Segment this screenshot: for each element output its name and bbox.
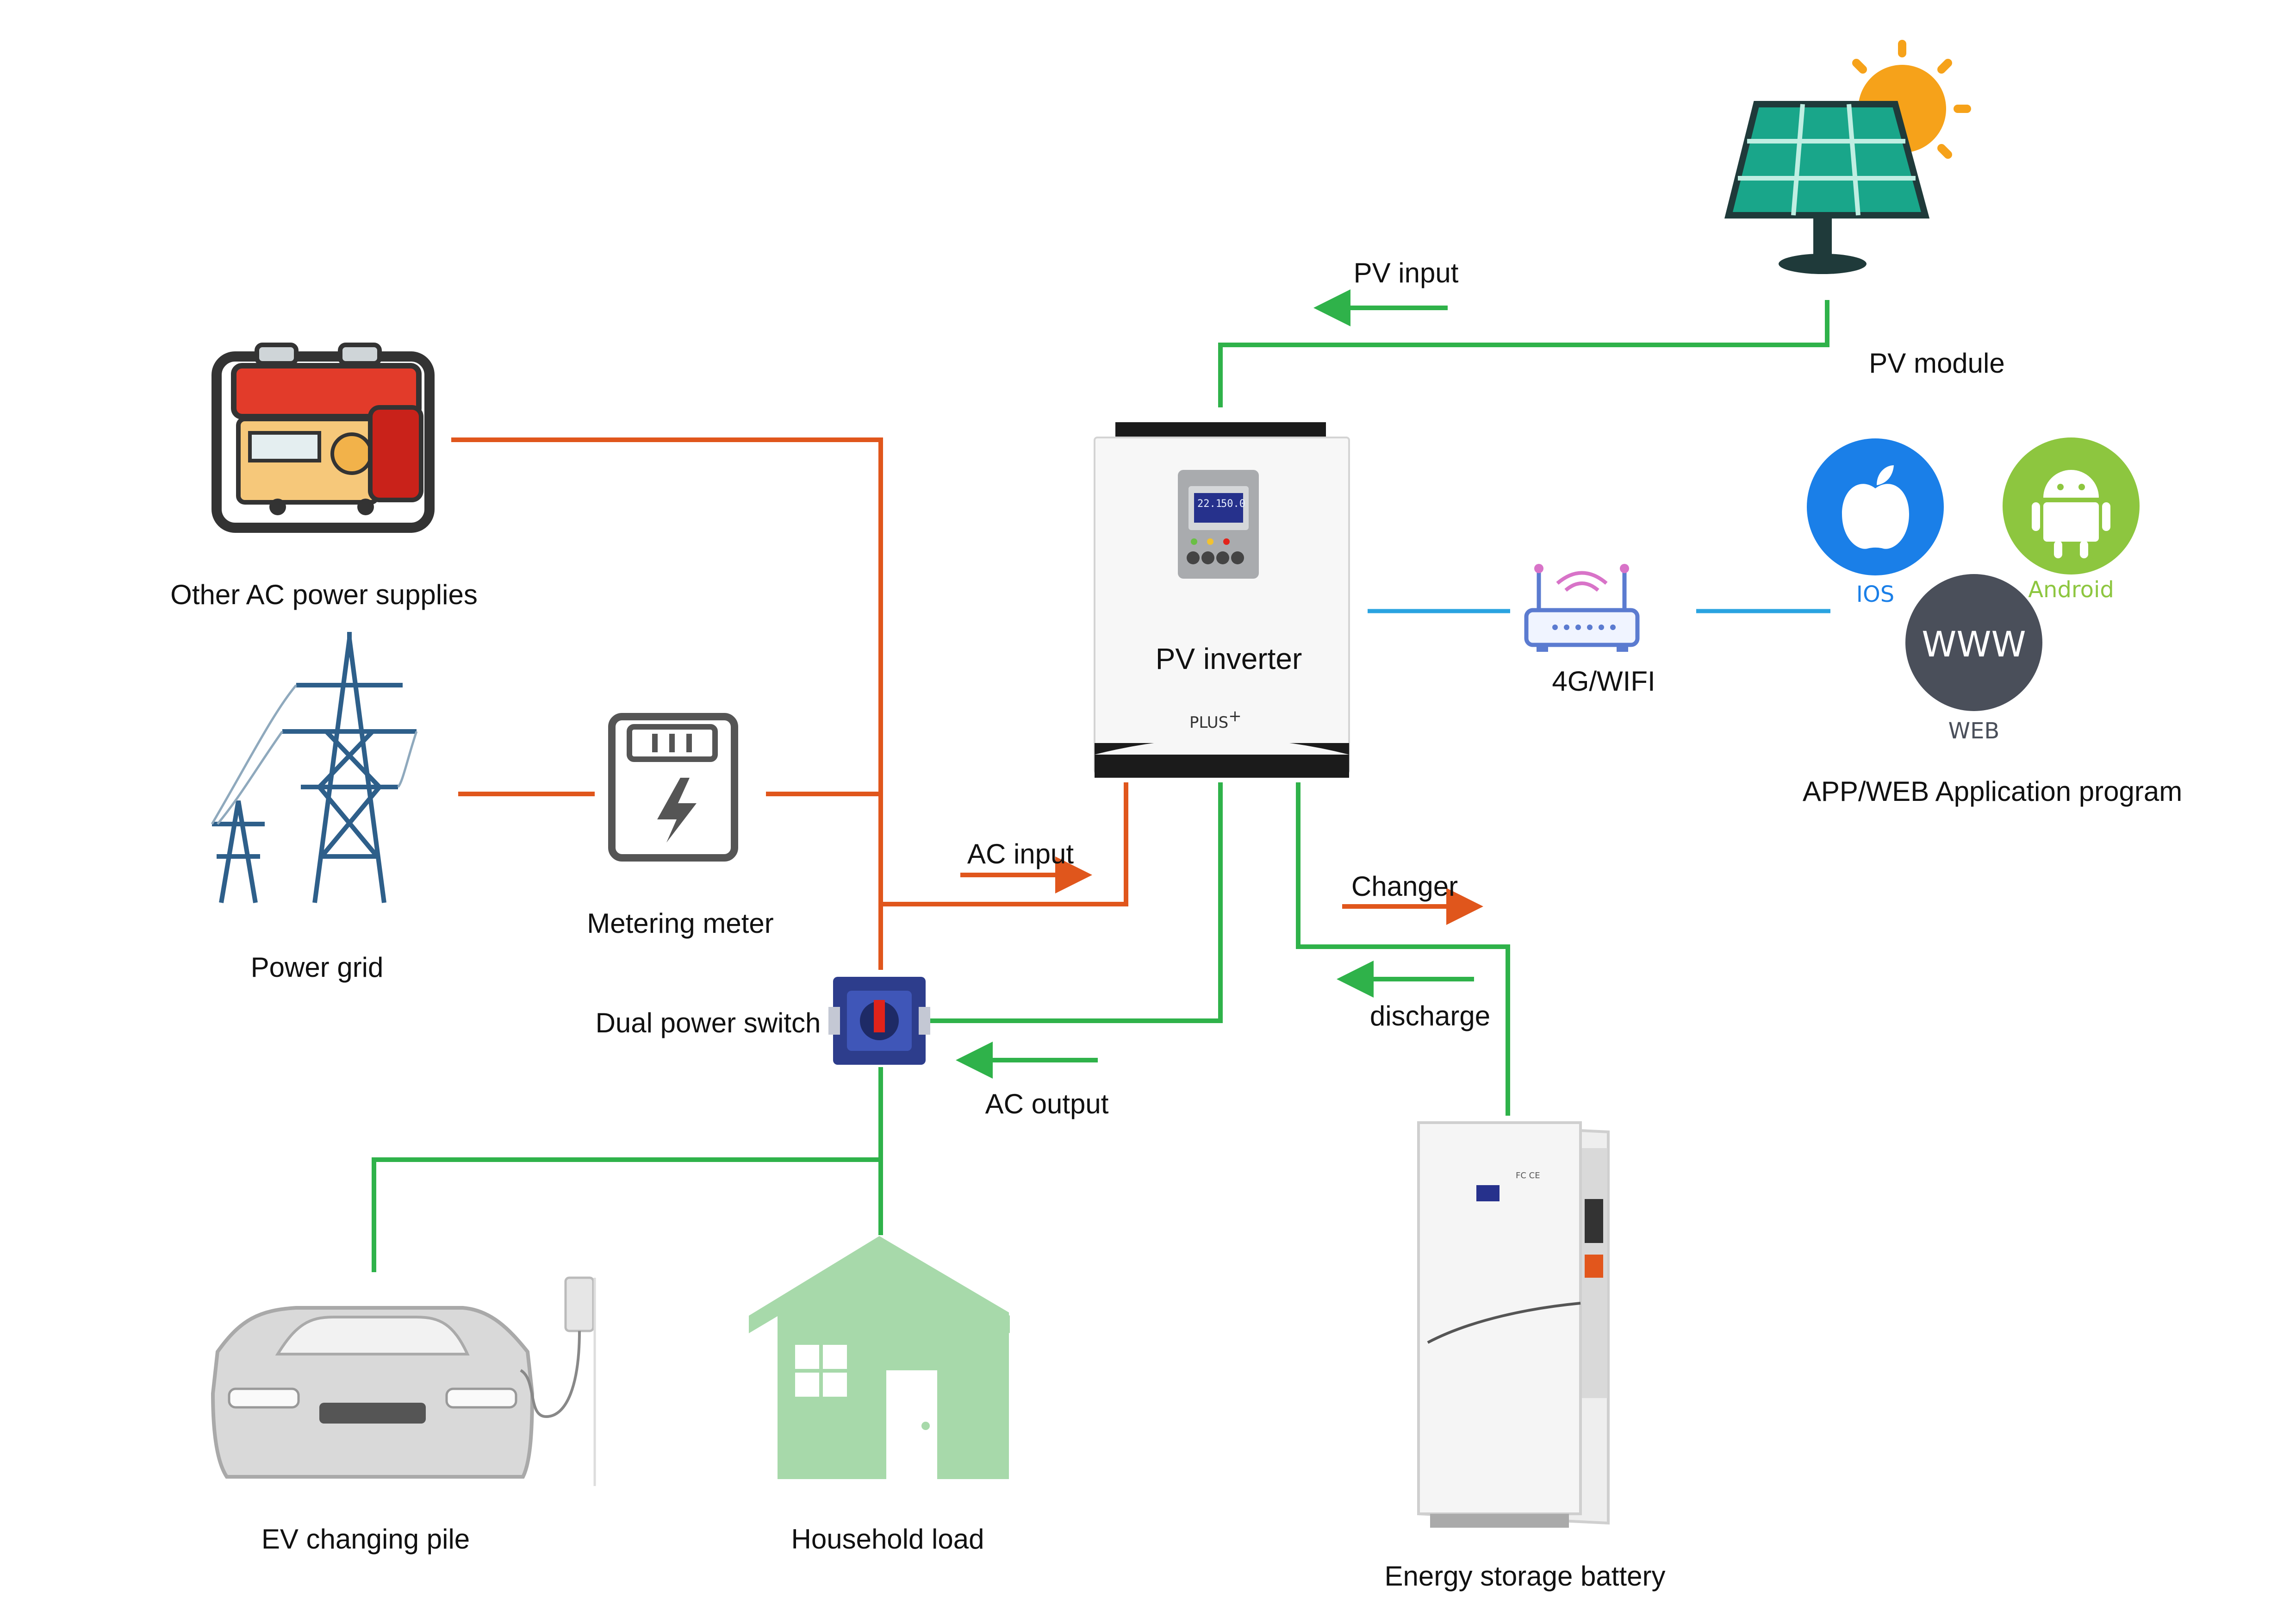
generator-icon — [212, 343, 435, 533]
apple-logo-icon — [1842, 484, 1909, 549]
household-label: Household load — [791, 1524, 984, 1555]
solar-panel-icon — [1724, 40, 1971, 274]
web-app-icon: WWW WEB — [1905, 574, 2042, 744]
battery-label: Energy storage battery — [1384, 1561, 1665, 1592]
ios-label: IOS — [1856, 581, 1894, 607]
pv-module-label: PV module — [1869, 348, 2005, 379]
green-power-lines — [372, 300, 1829, 1272]
changer-label: Changer — [1351, 871, 1458, 902]
ev-label: EV changing pile — [261, 1524, 470, 1555]
meter-icon — [608, 713, 738, 862]
battery-line — [1296, 782, 1510, 1116]
ac-input-label: AC input — [967, 838, 1074, 869]
www-label: WWW — [1922, 624, 2026, 665]
ac-input-line — [881, 782, 1128, 906]
pv-inverter-icon: 22.1 50.0 PLUS+ — [1094, 422, 1350, 778]
diagram-labels: Other AC power supplies Power grid Meter… — [170, 257, 2182, 1592]
pv-input-line — [1218, 300, 1829, 407]
android-robot-icon — [2043, 470, 2099, 498]
battery-cert: FC CE — [1516, 1171, 1540, 1181]
wifi-label: 4G/WIFI — [1552, 666, 1655, 697]
pv-inverter-label: PV inverter — [1156, 642, 1302, 675]
power-tower-icon — [211, 632, 418, 903]
web-label: WEB — [1948, 718, 2000, 744]
metering-meter-label: Metering meter — [587, 908, 773, 939]
house-icon — [749, 1236, 1010, 1479]
pv-input-label: PV input — [1354, 257, 1459, 288]
power-grid-label: Power grid — [251, 952, 384, 983]
generator-line — [451, 437, 883, 970]
flow-arrows — [956, 289, 1483, 1079]
battery-cabinet-icon: FC CE — [1417, 1121, 1610, 1528]
dual-switch-label: Dual power switch — [596, 1007, 821, 1038]
inverter-lcd-left: 22.1 — [1197, 498, 1222, 510]
lightning-icon — [657, 778, 697, 843]
ac-output-line — [930, 782, 1223, 1023]
other-ac-label: Other AC power supplies — [170, 579, 478, 610]
android-app-icon: Android — [2003, 437, 2140, 603]
discharge-label: discharge — [1370, 1000, 1490, 1031]
inverter-lcd-right: 50.0 — [1221, 498, 1245, 510]
inverter-brand: PLUS+ — [1189, 707, 1242, 732]
ac-output-label: AC output — [985, 1088, 1109, 1119]
wifi-router-icon — [1524, 564, 1640, 652]
ev-line — [372, 1157, 881, 1272]
android-label: Android — [2028, 577, 2114, 603]
dual-switch-icon — [828, 977, 930, 1065]
ios-app-icon: IOS — [1807, 438, 1944, 607]
ac-supply-lines — [451, 437, 1128, 970]
app-web-label: APP/WEB Application program — [1803, 776, 2182, 807]
ev-charger-icon — [211, 1276, 596, 1486]
